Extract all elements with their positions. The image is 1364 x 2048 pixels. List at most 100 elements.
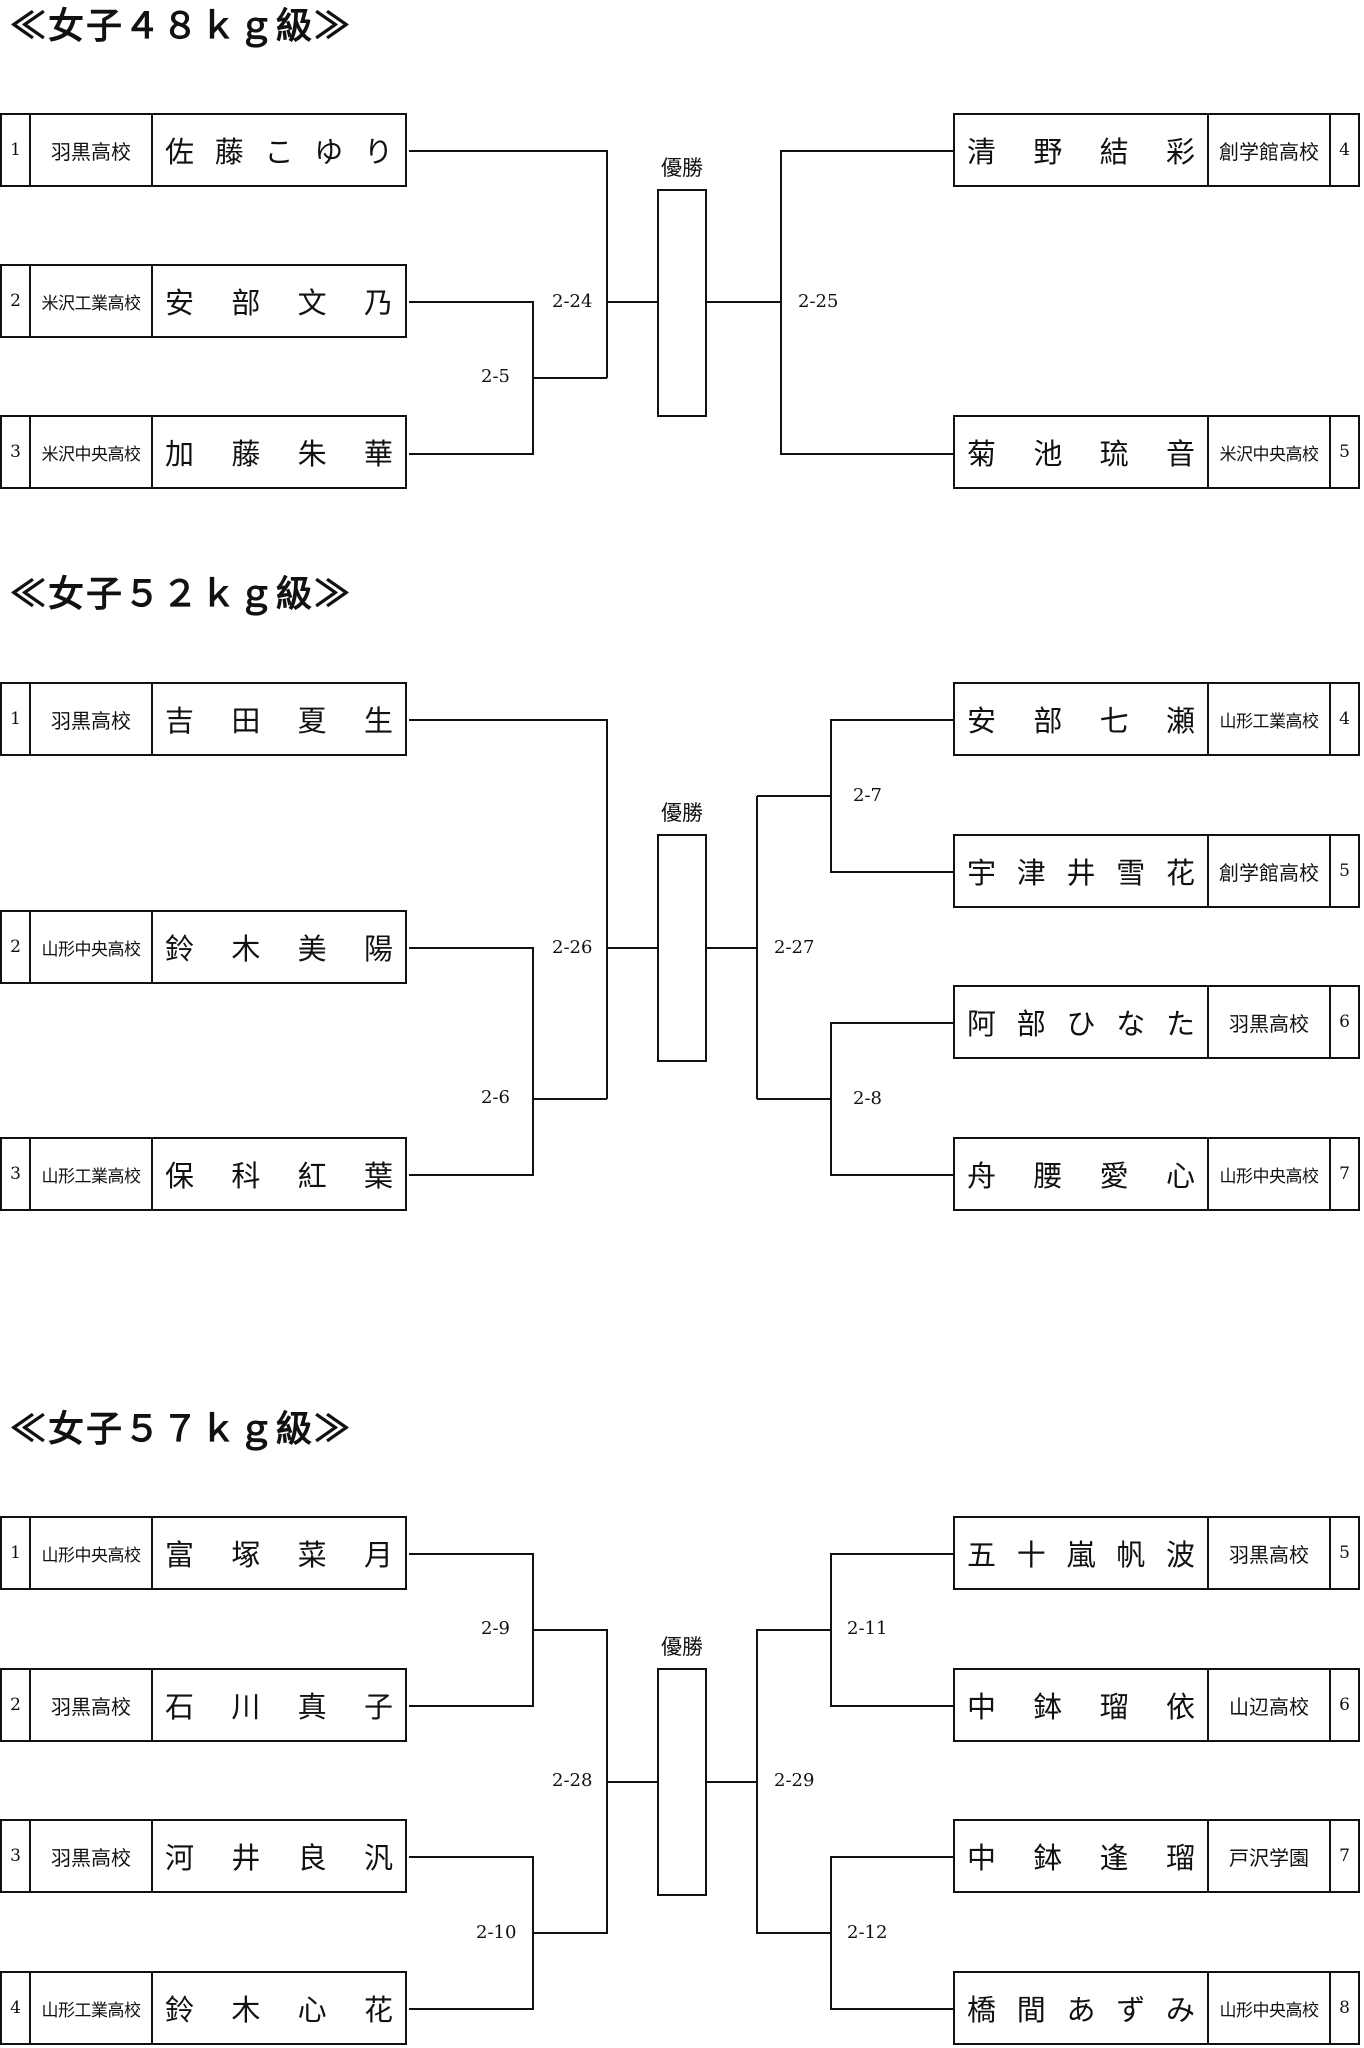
school-name: 山形工業高校 <box>29 1137 153 1211</box>
match-label: 2-27 <box>774 937 815 958</box>
champion-label: 優勝 <box>661 1635 703 1659</box>
match-label: 2-5 <box>481 366 510 387</box>
school-name: 山形中央高校 <box>1207 1971 1331 2045</box>
entry-52kg-3: 3 山形工業高校 保科紅葉 <box>0 1137 407 1211</box>
entry-52kg-2: 2 山形中央高校 鈴木美陽 <box>0 910 407 984</box>
bracket-lines-52kg <box>409 719 953 1176</box>
athlete-name: 鈴木美陽 <box>151 910 407 984</box>
seed-number: 7 <box>1329 1819 1360 1893</box>
seed-number: 8 <box>1329 1971 1360 2045</box>
school-name: 米沢中央高校 <box>1207 415 1331 489</box>
entry-48kg-1: 1 羽黒高校 佐藤こゆり <box>0 113 407 187</box>
athlete-name: 五十嵐帆波 <box>953 1516 1209 1590</box>
match-label: 2-9 <box>481 1618 510 1639</box>
match-label: 2-11 <box>847 1618 888 1639</box>
seed-number: 1 <box>0 682 31 756</box>
seed-number: 4 <box>1329 682 1360 756</box>
school-name: 米沢中央高校 <box>29 415 153 489</box>
entry-57kg-1: 1 山形中央高校 富塚菜月 <box>0 1516 407 1590</box>
match-label: 2-24 <box>552 291 593 312</box>
bracket-line <box>409 719 608 1099</box>
entry-57kg-4: 4 山形工業高校 鈴木心花 <box>0 1971 407 2045</box>
athlete-name: 佐藤こゆり <box>151 113 407 187</box>
school-name: 山形中央高校 <box>29 1516 153 1590</box>
bracket-title-48kg: ≪女子４８ｋｇ級≫ <box>10 5 353 47</box>
seed-number: 1 <box>0 1516 31 1590</box>
bracket-line <box>409 1553 534 1707</box>
athlete-name: 舟腰愛心 <box>953 1137 1209 1211</box>
bracket-line <box>756 1629 831 1934</box>
seed-number: 7 <box>1329 1137 1360 1211</box>
athlete-name: 富塚菜月 <box>151 1516 407 1590</box>
entry-52kg-4: 安部七瀬 山形工業高校 4 <box>953 682 1360 756</box>
school-name: 山形工業高校 <box>1207 682 1331 756</box>
athlete-name: 安部七瀬 <box>953 682 1209 756</box>
school-name: 米沢工業高校 <box>29 264 153 338</box>
athlete-name: 安部文乃 <box>151 264 407 338</box>
athlete-name: 河井良汎 <box>151 1819 407 1893</box>
athlete-name: 鈴木心花 <box>151 1971 407 2045</box>
athlete-name: 中鉢瑠依 <box>953 1668 1209 1742</box>
athlete-name: 保科紅葉 <box>151 1137 407 1211</box>
athlete-name: 清野結彩 <box>953 113 1209 187</box>
champion-box-52kg <box>657 834 707 1062</box>
entry-52kg-6: 阿部ひなた 羽黒高校 6 <box>953 985 1360 1059</box>
bracket-line <box>830 1856 953 2010</box>
match-label: 2-7 <box>853 785 882 806</box>
match-label: 2-10 <box>476 1922 517 1943</box>
champion-box-57kg <box>657 1668 707 1896</box>
entry-52kg-1: 1 羽黒高校 吉田夏生 <box>0 682 407 756</box>
match-label: 2-26 <box>552 937 593 958</box>
seed-number: 3 <box>0 1137 31 1211</box>
seed-number: 6 <box>1329 985 1360 1059</box>
school-name: 山辺高校 <box>1207 1668 1331 1742</box>
school-name: 山形中央高校 <box>29 910 153 984</box>
school-name: 羽黒高校 <box>29 1819 153 1893</box>
seed-number: 2 <box>0 1668 31 1742</box>
seed-number: 5 <box>1329 415 1360 489</box>
match-label: 2-25 <box>798 291 839 312</box>
entry-57kg-5: 五十嵐帆波 羽黒高校 5 <box>953 1516 1360 1590</box>
entry-48kg-5: 菊池琉音 米沢中央高校 5 <box>953 415 1360 489</box>
bracket-line <box>780 150 953 455</box>
school-name: 戸沢学園 <box>1207 1819 1331 1893</box>
athlete-name: 石川真子 <box>151 1668 407 1742</box>
athlete-name: 中鉢逢瑠 <box>953 1819 1209 1893</box>
entry-57kg-8: 橋間あずみ 山形中央高校 8 <box>953 1971 1360 2045</box>
champion-label: 優勝 <box>661 156 703 180</box>
entry-57kg-2: 2 羽黒高校 石川真子 <box>0 1668 407 1742</box>
athlete-name: 宇津井雪花 <box>953 834 1209 908</box>
match-label: 2-12 <box>847 1922 888 1943</box>
seed-number: 5 <box>1329 1516 1360 1590</box>
entry-48kg-2: 2 米沢工業高校 安部文乃 <box>0 264 407 338</box>
bracket-line <box>409 947 534 1176</box>
bracket-title-57kg: ≪女子５７ｋｇ級≫ <box>10 1408 353 1450</box>
match-label: 2-28 <box>552 1770 593 1791</box>
champion-box-48kg <box>657 189 707 417</box>
seed-number: 4 <box>1329 113 1360 187</box>
athlete-name: 吉田夏生 <box>151 682 407 756</box>
match-label: 2-8 <box>853 1088 882 1109</box>
bracket-line <box>830 1553 953 1707</box>
school-name: 羽黒高校 <box>1207 1516 1331 1590</box>
school-name: 山形工業高校 <box>29 1971 153 2045</box>
athlete-name: 加藤朱華 <box>151 415 407 489</box>
seed-number: 6 <box>1329 1668 1360 1742</box>
entry-48kg-3: 3 米沢中央高校 加藤朱華 <box>0 415 407 489</box>
entry-57kg-3: 3 羽黒高校 河井良汎 <box>0 1819 407 1893</box>
match-label: 2-29 <box>774 1770 815 1791</box>
entry-57kg-7: 中鉢逢瑠 戸沢学園 7 <box>953 1819 1360 1893</box>
seed-number: 5 <box>1329 834 1360 908</box>
school-name: 羽黒高校 <box>29 1668 153 1742</box>
entry-52kg-5: 宇津井雪花 創学館高校 5 <box>953 834 1360 908</box>
match-label: 2-6 <box>481 1087 510 1108</box>
champion-label: 優勝 <box>661 801 703 825</box>
bracket-lines-48kg <box>409 150 953 455</box>
entry-57kg-6: 中鉢瑠依 山辺高校 6 <box>953 1668 1360 1742</box>
bracket-title-52kg: ≪女子５２ｋｇ級≫ <box>10 573 353 615</box>
school-name: 創学館高校 <box>1207 834 1331 908</box>
athlete-name: 橋間あずみ <box>953 1971 1209 2045</box>
entry-48kg-4: 清野結彩 創学館高校 4 <box>953 113 1360 187</box>
entry-52kg-7: 舟腰愛心 山形中央高校 7 <box>953 1137 1360 1211</box>
